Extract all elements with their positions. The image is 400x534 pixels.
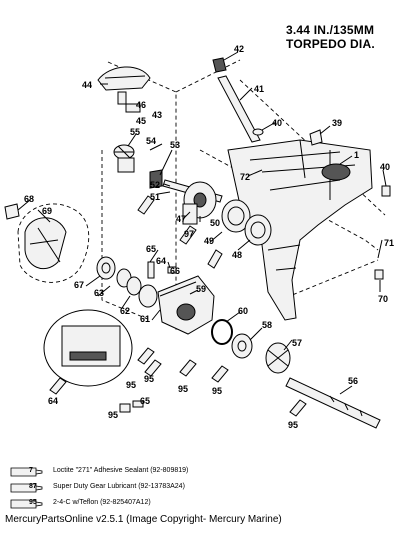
propeller-nut	[4, 203, 20, 220]
callout-72: 72	[240, 172, 251, 182]
callout-1: 1	[354, 150, 360, 160]
small-screw	[132, 400, 144, 408]
callout-68: 68	[24, 194, 35, 204]
legend-row-gear-lube: 87 Super Duty Gear Lubricant (92-13783A2…	[10, 482, 270, 496]
legend-code: 7	[29, 467, 33, 474]
callout-47: 47	[176, 214, 187, 224]
drive-shaft-spacer	[182, 203, 198, 225]
legend-text: 2-4-C w/Teflon (92-825407A12)	[53, 499, 151, 506]
drain-plug-lower	[374, 269, 384, 280]
callout-39: 39	[332, 118, 343, 128]
callout-52: 52	[150, 180, 161, 190]
callout-69: 69	[42, 206, 53, 216]
legend-code: 95	[29, 499, 37, 506]
callout-55: 55	[130, 127, 141, 137]
propeller	[24, 217, 67, 270]
legend-text: Super Duty Gear Lubricant (92-13783A24)	[53, 483, 185, 490]
callout-71: 71	[384, 238, 395, 248]
o-ring	[211, 319, 233, 345]
callout-51: 51	[150, 192, 161, 202]
legend-row-2-4-c: 95 2-4-C w/Teflon (92-825407A12)	[10, 498, 270, 512]
water-tube	[212, 57, 264, 143]
bearing-carrier	[157, 275, 215, 335]
tube-icon	[10, 467, 43, 477]
callout-64: 64	[156, 256, 167, 266]
callout-40-right: 40	[380, 162, 391, 172]
callout-60: 60	[238, 306, 249, 316]
vent-plug	[309, 129, 323, 146]
legend-text: Loctite "271" Adhesive Sealant (92-80981…	[53, 467, 189, 474]
callout-64-lower: 65	[140, 396, 151, 406]
reverse-gear	[265, 342, 291, 374]
callout-53: 53	[170, 140, 181, 150]
callout-48: 48	[232, 250, 243, 260]
rubber-seal-assembly	[97, 66, 151, 113]
callout-43: 43	[152, 110, 163, 120]
callout-56: 56	[348, 376, 359, 386]
diagram-title-line2: TORPEDO DIA.	[286, 37, 375, 51]
tube-icon	[10, 483, 43, 493]
callout-63: 63	[94, 288, 105, 298]
lubricant-tube-icons	[49, 195, 307, 417]
callout-45: 45	[136, 116, 147, 126]
callout-66: 66	[170, 266, 181, 276]
legend-code: 87	[29, 483, 37, 490]
propeller-shaft-seals	[96, 256, 158, 308]
callout-59: 59	[196, 284, 207, 294]
callout-67: 67	[74, 280, 85, 290]
diagram-title-line1: 3.44 IN./135MM	[286, 23, 375, 37]
callout-97: 97	[184, 229, 195, 239]
bearing-cup	[221, 199, 251, 233]
callout-95-tube5: 95	[288, 420, 299, 430]
callout-70: 70	[378, 294, 389, 304]
tab-washer	[119, 403, 131, 413]
gear-housing	[227, 139, 373, 321]
copyright-footer: MercuryPartsOnline v2.5.1 (Image Copyrig…	[5, 514, 282, 525]
callout-95-tube4: 64	[48, 396, 59, 406]
bearing-detail-callout	[43, 309, 133, 387]
callout-58: 58	[262, 320, 273, 330]
callout-42: 42	[234, 44, 245, 54]
stud-bolt	[147, 261, 155, 279]
propeller-dashed-outline	[17, 203, 90, 283]
propeller-shaft	[285, 377, 381, 429]
callout-95-tube6: 95	[126, 380, 137, 390]
callout-41: 41	[254, 84, 265, 94]
tube-icon	[10, 499, 43, 509]
callout-95-tube1: 95	[144, 374, 155, 384]
callout-65-lower: 95	[108, 410, 119, 420]
callout-44: 44	[82, 80, 93, 90]
pinion-gear	[113, 144, 163, 189]
callout-57: 57	[292, 338, 303, 348]
legend-row-loctite: 7 Loctite "271" Adhesive Sealant (92-809…	[10, 466, 270, 480]
callout-46: 46	[136, 100, 147, 110]
callout-62: 62	[120, 306, 131, 316]
callout-65: 65	[146, 244, 157, 254]
drain-plug-upper	[381, 185, 391, 197]
washer	[167, 266, 177, 274]
callout-40-upper: 40	[272, 118, 283, 128]
callout-61: 61	[140, 314, 151, 324]
callout-49: 49	[204, 236, 215, 246]
callout-95-tube2: 95	[178, 384, 189, 394]
callout-95-tube3: 95	[212, 386, 223, 396]
leader-lines	[17, 51, 387, 395]
bearing-race	[244, 214, 272, 246]
callout-54: 54	[146, 136, 157, 146]
reverse-bearing	[231, 333, 253, 359]
callout-50: 50	[210, 218, 221, 228]
